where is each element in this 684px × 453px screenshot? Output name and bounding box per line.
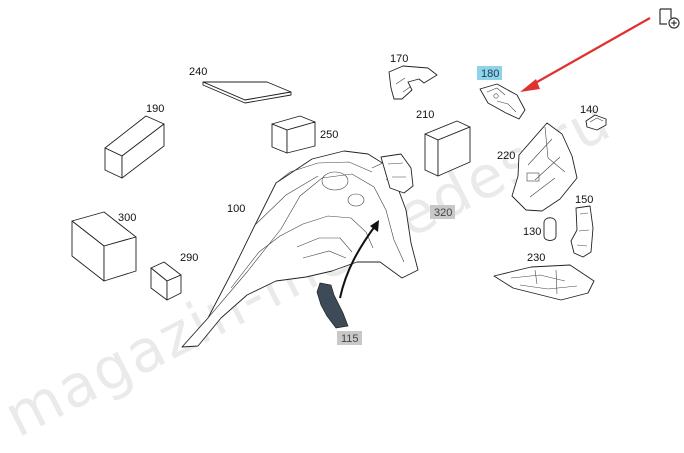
label-170[interactable]: 170	[390, 53, 408, 65]
pointer-arrow	[520, 17, 651, 92]
part-130[interactable]	[543, 217, 557, 241]
part-140[interactable]	[585, 114, 607, 131]
part-240[interactable]	[202, 81, 292, 104]
label-210[interactable]: 210	[416, 109, 434, 121]
add-to-list-icon[interactable]	[659, 8, 680, 29]
label-290[interactable]: 290	[180, 252, 198, 264]
part-220[interactable]	[511, 122, 578, 212]
part-290[interactable]	[150, 261, 182, 301]
part-100[interactable]	[181, 150, 419, 348]
tag-320	[430, 205, 455, 219]
part-320[interactable]	[380, 153, 414, 194]
curved-arrow-115	[339, 220, 379, 299]
label-250[interactable]: 250	[320, 129, 338, 141]
label-220[interactable]: 220	[497, 150, 515, 162]
part-115[interactable]	[316, 282, 349, 329]
part-250[interactable]	[271, 115, 316, 154]
label-230[interactable]: 230	[527, 252, 545, 264]
part-180[interactable]	[479, 83, 526, 120]
label-100[interactable]: 100	[227, 203, 245, 215]
label-180[interactable]: 180	[481, 68, 499, 80]
part-300[interactable]	[71, 211, 137, 282]
label-300[interactable]: 300	[118, 212, 136, 224]
label-140[interactable]: 140	[580, 104, 598, 116]
part-170[interactable]	[388, 65, 438, 100]
label-320[interactable]: 320	[434, 207, 452, 219]
tag-115	[337, 331, 362, 345]
highlight-tag-180	[477, 66, 502, 80]
label-190[interactable]: 190	[146, 103, 164, 115]
part-190[interactable]	[104, 115, 165, 179]
part-230[interactable]	[493, 264, 595, 301]
part-210[interactable]	[424, 120, 471, 177]
label-115[interactable]: 115	[341, 333, 359, 345]
label-240[interactable]: 240	[189, 66, 207, 78]
label-130[interactable]: 130	[523, 226, 541, 238]
label-150[interactable]: 150	[575, 194, 593, 206]
part-150[interactable]	[570, 205, 594, 258]
